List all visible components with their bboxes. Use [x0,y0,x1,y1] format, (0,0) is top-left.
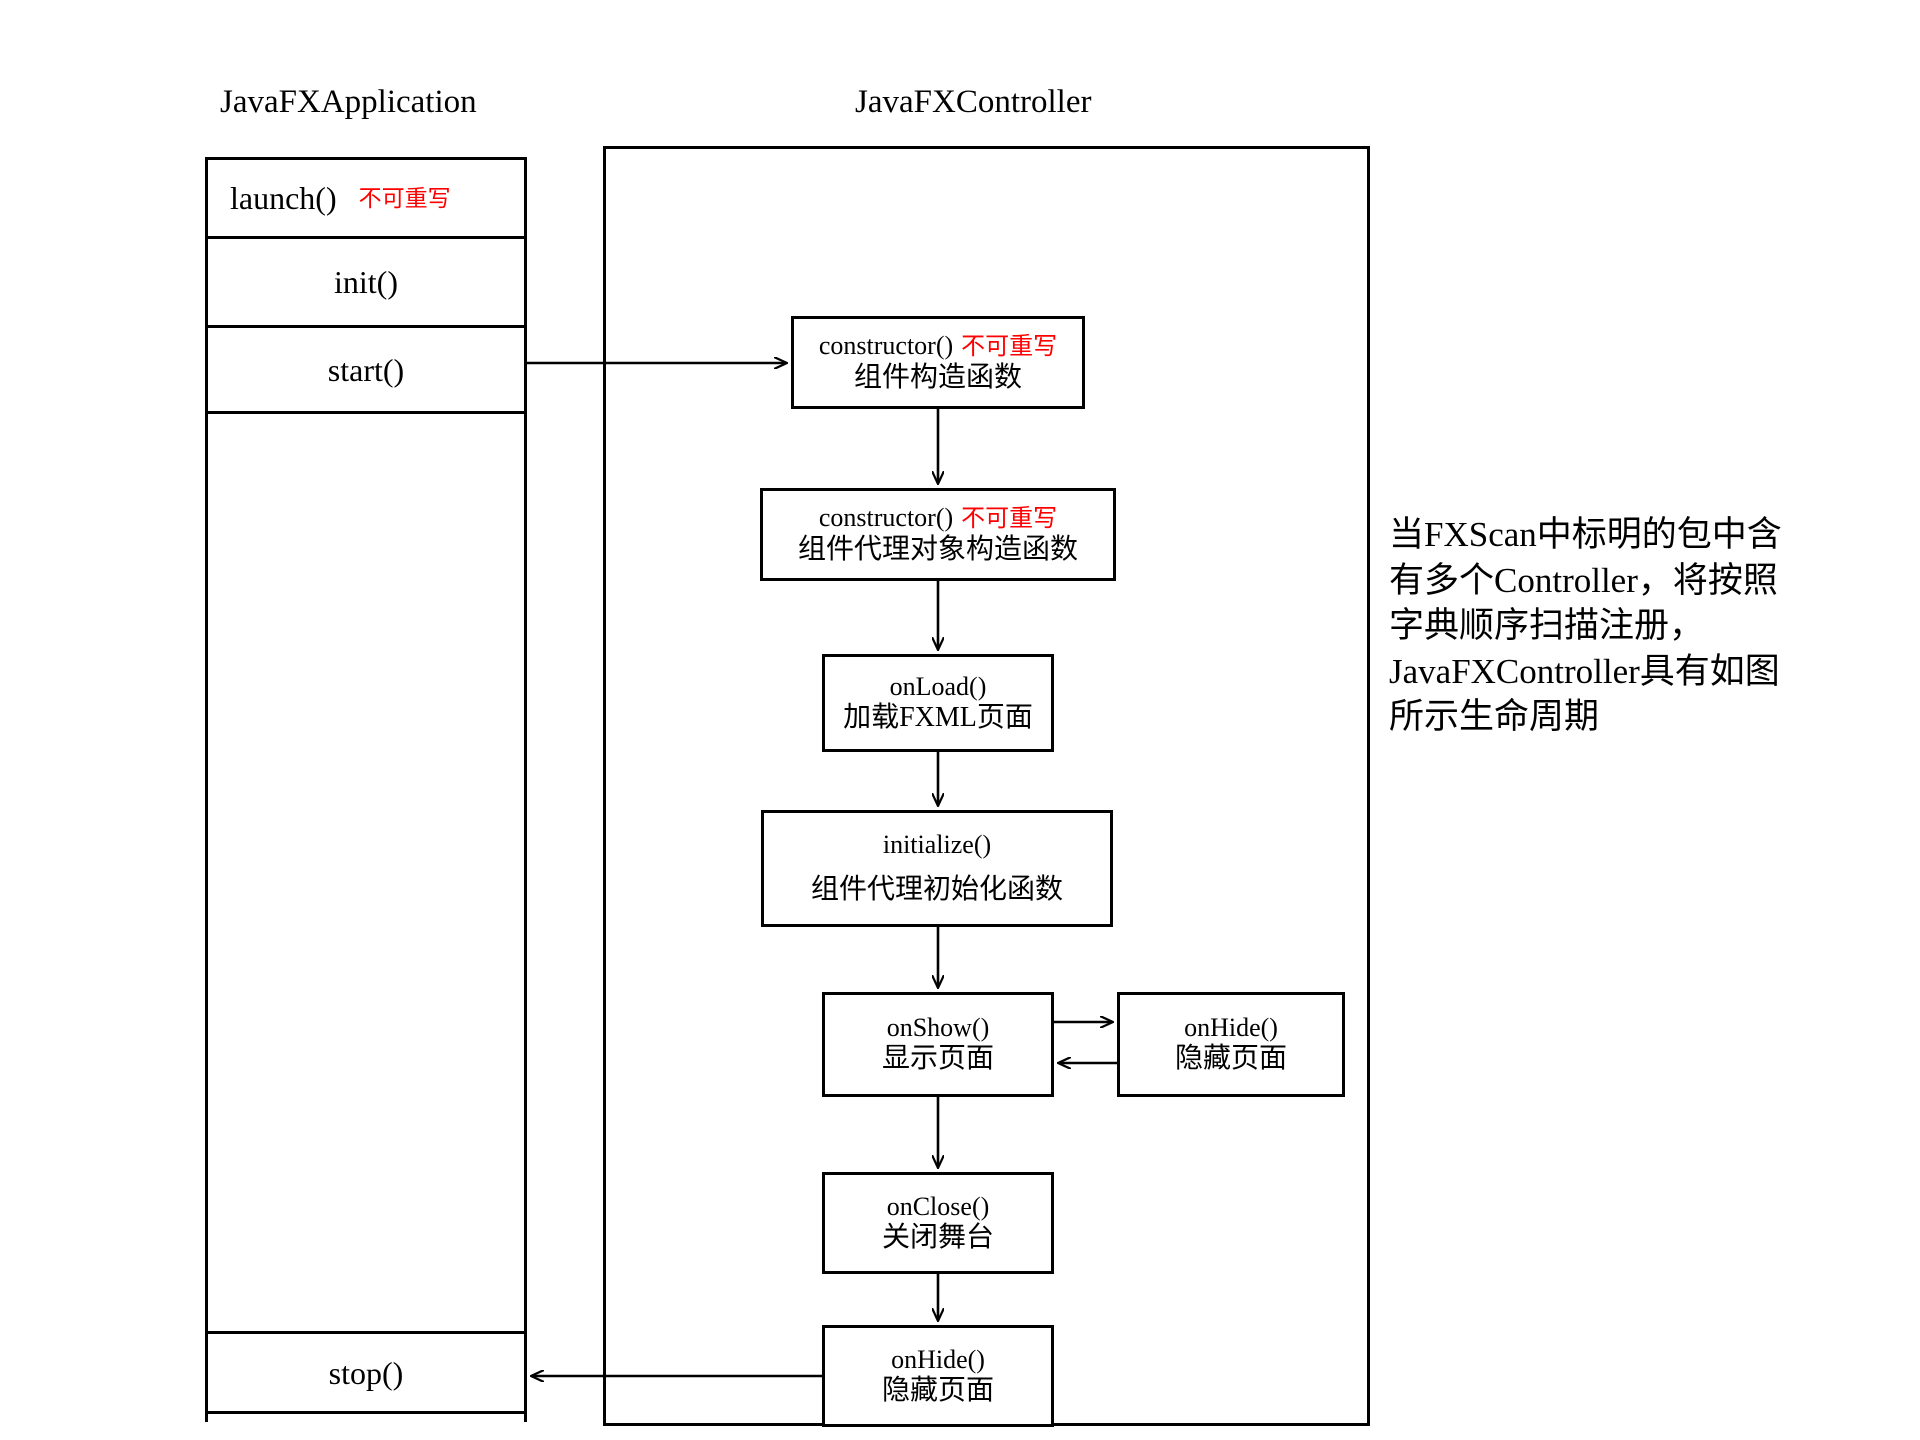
flow-box-title: constructor()不可重写 [818,503,1058,533]
flow-box-note: 不可重写 [961,506,1058,533]
app-row-launch: launch() 不可重写 [208,160,524,239]
app-row-launch-note: 不可重写 [358,185,451,211]
flow-box-subtitle: 组件代理对象构造函数 [797,533,1078,565]
application-lifeline: launch() 不可重写 init() start() stop() [205,157,527,1439]
app-row-stop: stop() [208,1334,524,1414]
flow-box-subtitle: 关闭舞台 [881,1221,994,1253]
annotation-line: 当FXScan中标明的包中含 [1389,515,1782,554]
app-row-start: start() [208,328,524,414]
flow-box-onhide-side: onHide() 隐藏页面 [1117,992,1345,1097]
flow-box-onshow: onShow() 显示页面 [822,992,1054,1097]
flow-box-subtitle: 隐藏页面 [881,1374,994,1406]
flow-box-onhide-bottom: onHide() 隐藏页面 [822,1325,1054,1427]
annotation-line: 字典顺序扫描注册， [1389,606,1705,645]
flow-box-title: constructor()不可重写 [818,331,1058,361]
flow-box-constructor-component: constructor()不可重写 组件构造函数 [791,316,1085,409]
annotation-line: JavaFXController具有如图 [1389,651,1780,691]
flow-box-initialize: initialize() 组件代理初始化函数 [761,810,1113,927]
app-row-init-label: init() [334,264,398,300]
app-row-launch-label: launch() [230,180,337,216]
flow-box-subtitle: 显示页面 [881,1043,994,1075]
flow-box-note: 不可重写 [961,334,1058,361]
app-row-tail [208,1414,524,1439]
annotation-line: 有多个Controller，将按照 [1389,560,1778,600]
flow-box-subtitle: 加载FXML页面 [843,701,1033,733]
flow-box-title: onHide() [891,1344,985,1374]
annotation-text: 当FXScan中标明的包中含 有多个Controller，将按照 字典顺序扫描注… [1389,512,1829,740]
flow-box-title: onLoad() [889,671,987,701]
flow-box-constructor-proxy: constructor()不可重写 组件代理对象构造函数 [760,488,1116,581]
column-header-controller: JavaFXController [855,84,1092,120]
annotation-line: 所示生命周期 [1389,697,1600,736]
flow-box-onload: onLoad() 加载FXML页面 [822,654,1054,752]
flow-box-subtitle: 组件构造函数 [853,361,1022,393]
flow-box-title: onClose() [886,1191,990,1221]
flow-box-title: onShow() [886,1013,990,1043]
app-row-stop-label: stop() [328,1354,404,1391]
column-header-application: JavaFXApplication [220,84,477,120]
flow-box-subtitle: 隐藏页面 [1174,1043,1287,1075]
app-row-start-label: start() [327,351,405,388]
flow-box-onclose: onClose() 关闭舞台 [822,1172,1054,1274]
app-row-init: init() [208,239,524,328]
flow-box-title: initialize() [882,830,992,860]
app-row-spacer [208,414,524,1334]
flow-box-subtitle: 组件代理初始化函数 [810,874,1063,906]
flow-box-title: onHide() [1184,1013,1278,1043]
